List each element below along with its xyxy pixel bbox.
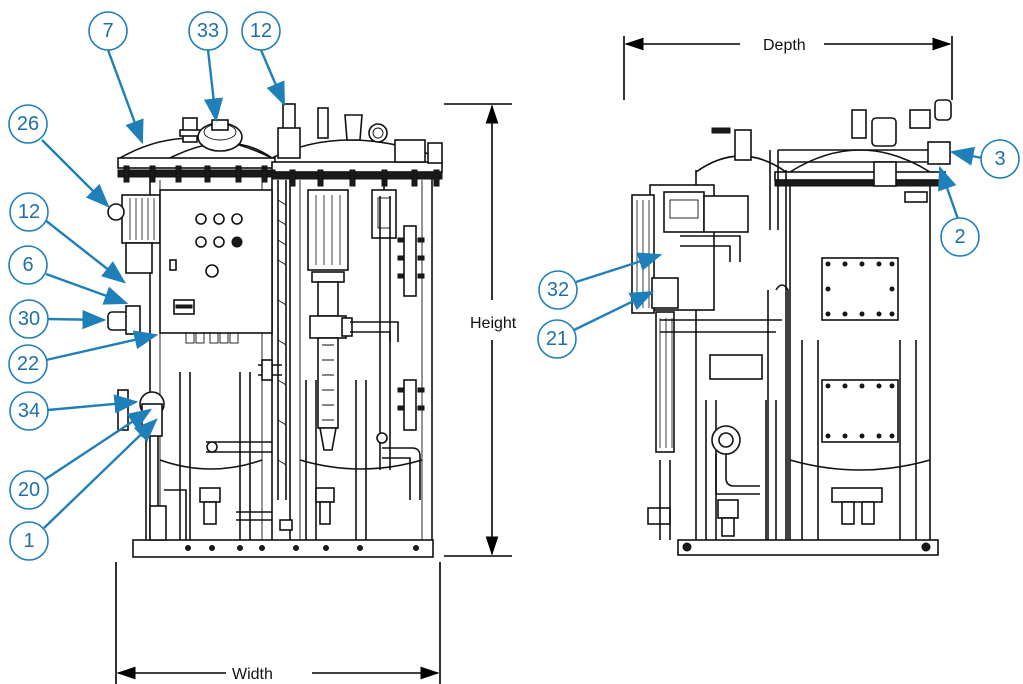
svg-text:30: 30 [18, 308, 40, 330]
side-view-unit [631, 99, 952, 556]
callout-7: 7 [88, 11, 144, 145]
svg-text:2: 2 [954, 226, 965, 248]
callout-3: 3 [949, 139, 1020, 179]
callout-12-top: 12 [241, 11, 286, 107]
callout-6: 6 [8, 245, 129, 305]
height-dimension [444, 103, 512, 557]
callout-26: 26 [8, 104, 110, 208]
svg-text:12: 12 [250, 20, 272, 42]
callout-32: 32 [538, 252, 663, 310]
svg-text:32: 32 [547, 279, 569, 301]
depth-dimension [623, 36, 953, 100]
callout-21: 21 [537, 290, 655, 359]
svg-text:20: 20 [18, 479, 40, 501]
width-dimension [115, 562, 441, 684]
svg-text:21: 21 [546, 328, 568, 350]
svg-text:1: 1 [23, 530, 34, 552]
svg-text:7: 7 [102, 20, 113, 42]
depth-label: Depth [763, 37, 806, 54]
svg-text:3: 3 [994, 148, 1005, 170]
svg-text:33: 33 [197, 20, 219, 42]
svg-text:12: 12 [18, 201, 40, 223]
svg-text:34: 34 [18, 400, 40, 422]
height-label: Height [470, 315, 517, 332]
callout-2: 2 [938, 165, 980, 257]
callout-30: 30 [9, 299, 107, 339]
callout-22: 22 [8, 330, 159, 384]
callout-33: 33 [188, 11, 228, 123]
svg-text:6: 6 [22, 254, 33, 276]
svg-text:26: 26 [17, 113, 39, 135]
callout-20: 20 [9, 408, 153, 510]
front-view-unit [107, 103, 443, 558]
width-label: Width [232, 666, 273, 683]
callout-12-side: 12 [9, 192, 126, 284]
callout-34: 34 [9, 391, 139, 431]
callout-1: 1 [9, 418, 158, 561]
svg-text:22: 22 [17, 353, 39, 375]
